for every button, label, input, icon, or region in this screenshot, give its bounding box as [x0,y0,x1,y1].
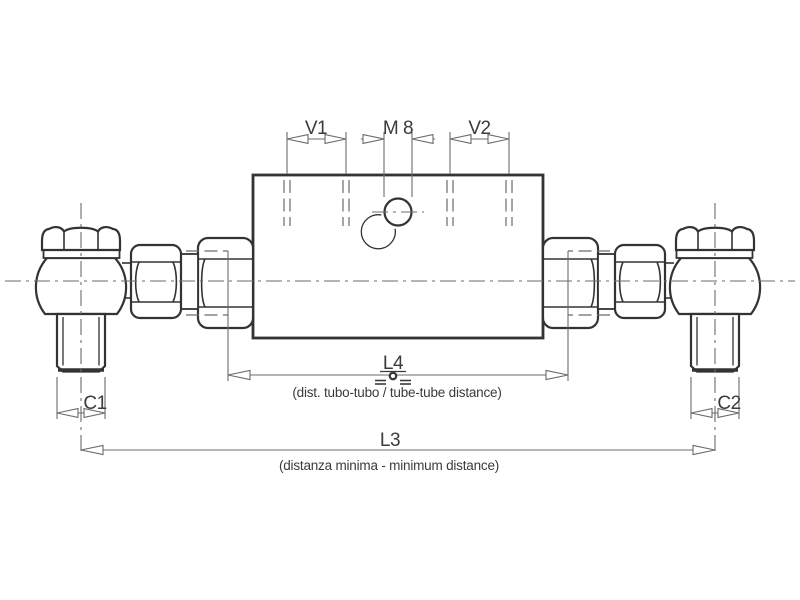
dim-c2: C2 [690,377,741,419]
dim-l4-caption: (dist. tubo-tubo / tube-tube distance) [292,385,501,400]
dim-m8-label: M 8 [383,118,413,139]
arrowhead [324,133,347,145]
dim-l3-label: L3 [380,430,400,451]
manifold-block [251,173,545,340]
left-fitting [34,225,255,373]
dim-v2: V2 [449,118,510,174]
arrowhead [692,444,716,456]
arrowhead [56,407,79,419]
hidden-port-holes [283,180,513,226]
dim-l4-label: L4 [383,353,404,374]
right-fitting [541,225,762,374]
dim-c1-label: C1 [83,393,106,414]
arrowhead [717,407,740,419]
arrowhead [449,133,472,145]
dim-l3-caption: (distanza minima - minimum distance) [279,458,499,473]
dim-m8: M 8 [361,118,435,197]
arrowhead [362,133,385,145]
thread-arc [360,214,396,250]
ball-body [34,256,128,316]
dim-l3: L3 (distanza minima - minimum distance) [80,430,716,473]
dim-v1: V1 [286,118,347,174]
dim-c2-label: C2 [717,393,740,414]
arrowhead [411,133,434,145]
dim-v1-label: V1 [305,118,327,139]
arrowhead [227,369,251,381]
m8-threaded-hole [360,197,424,250]
arrowhead [487,133,510,145]
arrowhead [83,407,106,419]
symmetry-equals [375,379,411,385]
centerlines [5,203,795,452]
symmetry-mark [388,371,398,381]
arrowhead [80,444,104,456]
arrowhead [545,369,569,381]
dim-l4: L4 (dist. tubo-tubo / tube-tube distance… [227,251,569,400]
arrowhead [690,407,713,419]
arrowhead [286,133,309,145]
dim-c1: C1 [56,377,107,419]
dim-v2-label: V2 [468,118,490,139]
